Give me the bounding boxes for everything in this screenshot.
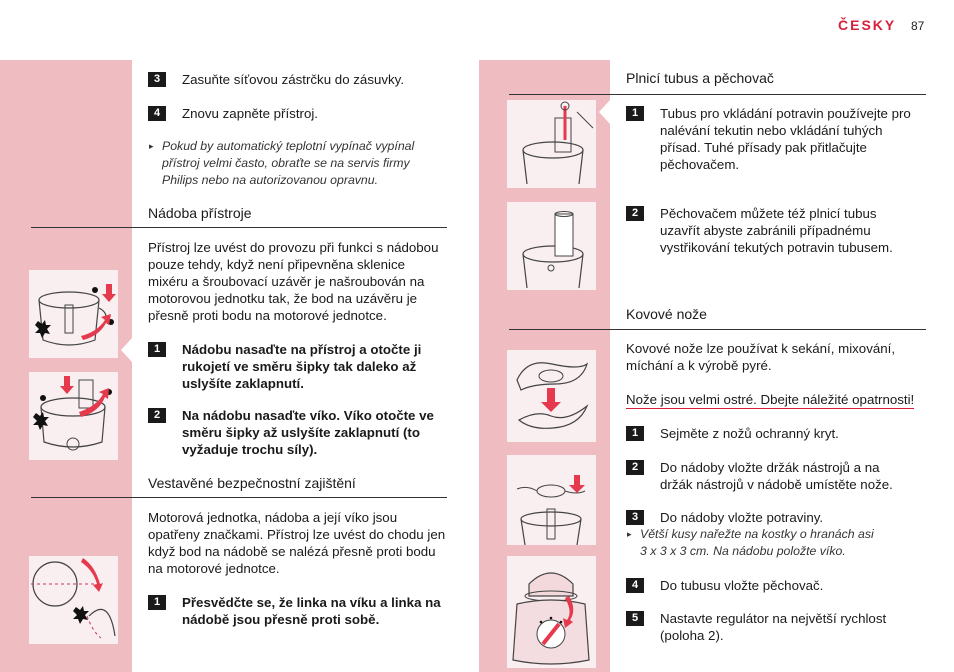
bullet-icon: ▸ xyxy=(149,141,154,151)
illustration-blade-holder xyxy=(507,455,596,545)
step-text: vyžaduje trochu síly). xyxy=(182,442,318,457)
step-text: Pěchovačem můžete též plnicí tubus xyxy=(660,206,877,221)
section-title: Vestavěné bezpečnostní zajištění xyxy=(148,475,356,491)
body-line: když bod na nádobě se nalézá přesně prot… xyxy=(148,544,436,559)
note-line: Větší kusy nařežte na kostky o hranách a… xyxy=(640,527,874,541)
body-line: opatřeny značkami. Přístroj lze uvést do… xyxy=(148,527,446,542)
step-number: 5 xyxy=(626,611,644,626)
note-line: 3 x 3 x 3 cm. Na nádobu položte víko. xyxy=(640,544,846,558)
step-text: Do nádoby vložte držák nástrojů a na xyxy=(660,460,880,475)
step-number: 3 xyxy=(148,72,166,87)
step-number: 2 xyxy=(626,206,644,221)
step-number: 1 xyxy=(148,595,166,610)
step-text: Na nádobu nasaďte víko. Víko otočte ve xyxy=(182,408,434,423)
illustration-lid-placement xyxy=(29,372,118,460)
step-text: směru šipky až uslyšíte zaklapnutí (to xyxy=(182,425,420,440)
body-line: pouze tehdy, když není připevněna skleni… xyxy=(148,257,405,272)
step-text: přísad. Tuhé přísady pak přitlačujte xyxy=(660,140,867,155)
step-number: 1 xyxy=(626,106,644,121)
step-text: Do nádoby vložte potraviny. xyxy=(660,510,824,525)
illustration-speed-control xyxy=(507,556,596,668)
language-label: ČESKY xyxy=(838,17,897,33)
step-text: Přesvědčte se, že linka na víku a linka … xyxy=(182,595,441,610)
step-text: Sejměte z nožů ochranný kryt. xyxy=(660,426,839,441)
step-number: 1 xyxy=(148,342,166,357)
step-number: 4 xyxy=(626,578,644,593)
step-number: 4 xyxy=(148,106,166,121)
step-text: nalévání tekutin nebo vkládání tuhých xyxy=(660,123,883,138)
body-line: Motorová jednotka, nádoba a její víko js… xyxy=(148,510,398,525)
step-text: Do tubusu vložte pěchovač. xyxy=(660,578,824,593)
page-number: 87 xyxy=(911,19,925,33)
illustration-bowl-placement xyxy=(29,270,118,358)
illustration-pointer xyxy=(599,100,610,124)
step-text: Znovu zapněte přístroj. xyxy=(182,106,318,121)
note-line: přístroj velmi často, obraťte se na serv… xyxy=(162,156,410,170)
step-text: (poloha 2). xyxy=(660,628,724,643)
step-number: 2 xyxy=(148,408,166,423)
step-text: vystřikování tekutých potravin tubusem. xyxy=(660,240,893,255)
body-line: přesně proti bodu na motorové jednotce. xyxy=(148,308,387,323)
illustration-pointer xyxy=(121,338,132,362)
section-rule xyxy=(509,329,926,330)
section-rule xyxy=(509,94,926,95)
section-title: Nádoba přístroje xyxy=(148,205,252,221)
note-line: Pokud by automatický teplotní vypínač vy… xyxy=(162,139,415,153)
section-rule xyxy=(31,227,447,228)
illustration-pusher xyxy=(507,202,596,290)
body-line: mixéru a šroubovací uzávěr je našroubová… xyxy=(148,274,425,289)
illustration-feed-tube xyxy=(507,100,596,188)
step-text: uslyšíte zaklapnutí. xyxy=(182,376,304,391)
step-text: Zasuňte síťovou zástrčku do zásuvky. xyxy=(182,72,405,87)
step-text: Nádobu nasaďte na přístroj a otočte ji xyxy=(182,342,422,357)
step-text: pěchovačem. xyxy=(660,157,740,172)
body-line: motorovou jednotku tak, že bod na uzávěr… xyxy=(148,291,418,306)
step-text: držák nástrojů v nádobě umístěte nože. xyxy=(660,477,893,492)
illustration-blade-guard xyxy=(507,350,596,442)
section-rule xyxy=(31,497,447,498)
body-line: Kovové nože lze používat k sekání, mixov… xyxy=(626,341,896,356)
body-line: na motorové jednotce. xyxy=(148,561,280,576)
body-line: míchání a k výrobě pyré. xyxy=(626,358,772,373)
step-text: Nastavte regulátor na největší rychlost xyxy=(660,611,887,626)
illustration-safety-marks xyxy=(29,556,118,644)
step-number: 3 xyxy=(626,510,644,525)
step-text: uzavřít abyste zabránili případnému xyxy=(660,223,871,238)
step-number: 2 xyxy=(626,460,644,475)
body-line: Přístroj lze uvést do provozu při funkci… xyxy=(148,240,439,255)
step-text: rukojetí ve směru šipky tak daleko až xyxy=(182,359,417,374)
section-title: Plnicí tubus a pěchovač xyxy=(626,70,774,86)
step-text: nádobě jsou přesně proti sobě. xyxy=(182,612,380,627)
warning-text: Nože jsou velmi ostré. Dbejte náležité o… xyxy=(626,392,915,409)
section-title: Kovové nože xyxy=(626,306,707,322)
step-text: Tubus pro vkládání potravin používejte p… xyxy=(660,106,911,121)
bullet-icon: ▸ xyxy=(627,529,632,539)
step-number: 1 xyxy=(626,426,644,441)
note-line: Philips nebo na autorizovanou opravnu. xyxy=(162,173,379,187)
